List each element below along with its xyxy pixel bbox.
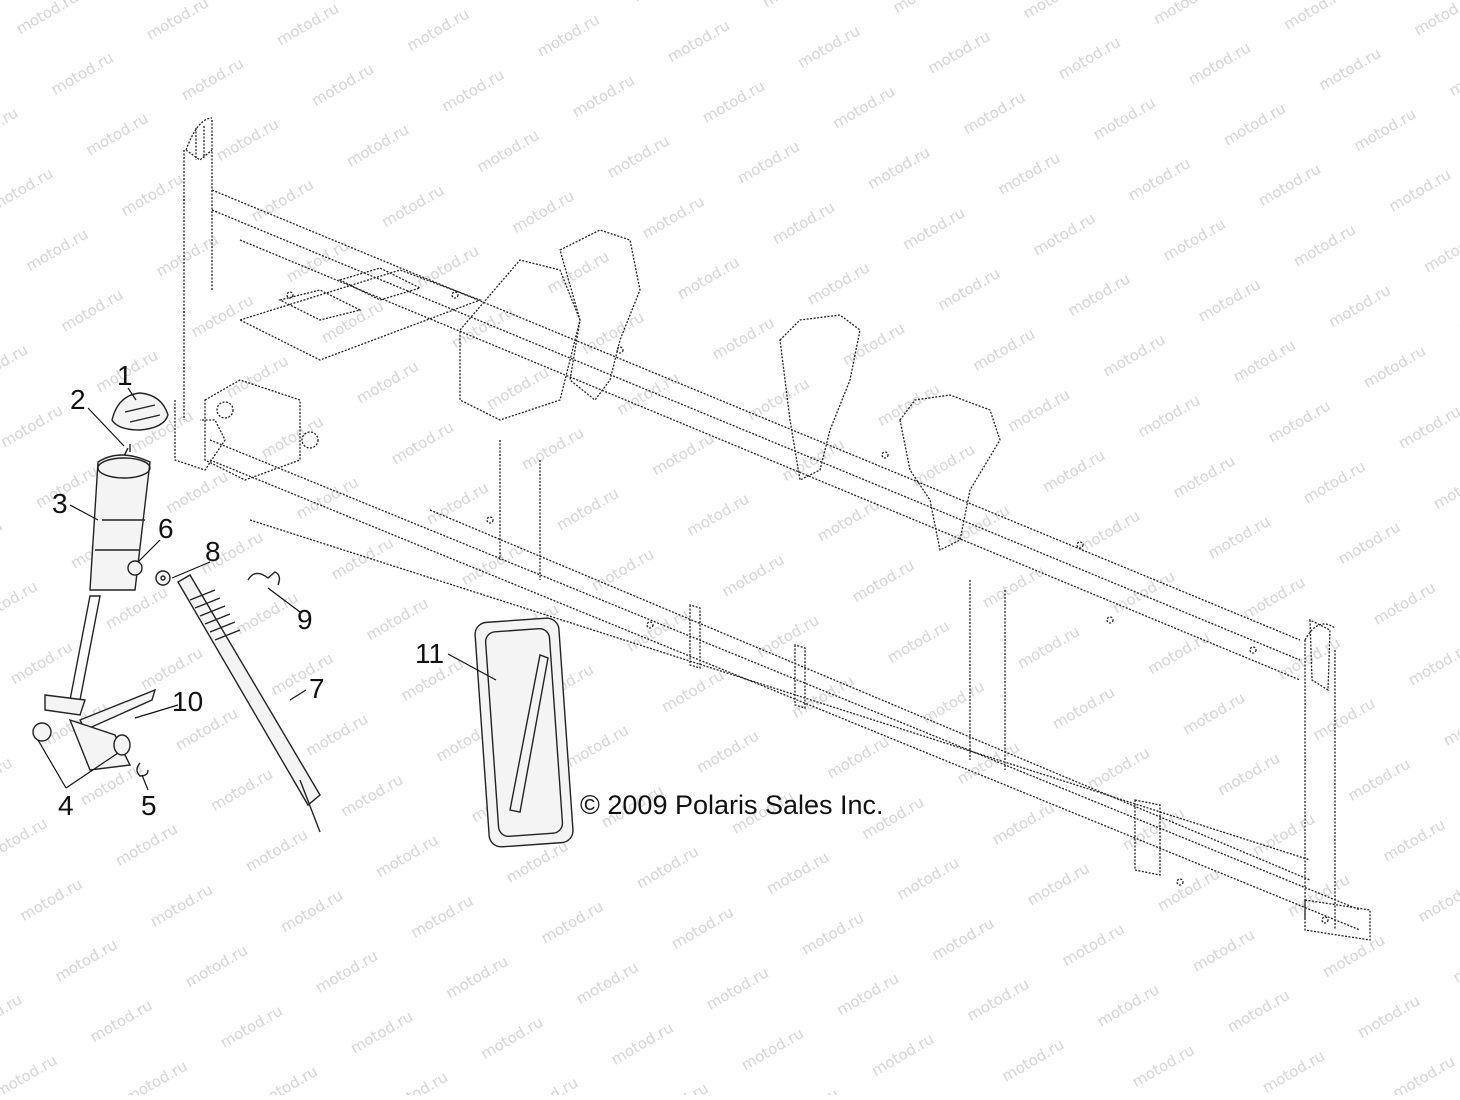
leader-lines bbox=[37, 387, 497, 791]
part-7-cable bbox=[177, 574, 321, 807]
callout-2: 2 bbox=[70, 384, 86, 415]
part-11-boot bbox=[474, 617, 574, 848]
part-5-clip bbox=[136, 762, 149, 777]
callout-1: 1 bbox=[117, 360, 133, 391]
frame-assembly bbox=[174, 117, 1371, 941]
callout-10: 10 bbox=[172, 686, 204, 717]
callout-5: 5 bbox=[141, 790, 157, 821]
copyright-notice: © 2009 Polaris Sales Inc. bbox=[580, 790, 884, 820]
callout-8: 8 bbox=[205, 536, 221, 567]
callout-11: 11 bbox=[415, 638, 445, 669]
shift-assembly bbox=[32, 392, 574, 848]
part-6-nut bbox=[127, 560, 143, 576]
part-9-clip bbox=[247, 571, 281, 586]
part-4-bushing-left bbox=[32, 722, 52, 742]
part-4-bushing-right bbox=[113, 734, 131, 756]
callout-7: 7 bbox=[309, 673, 325, 704]
part-1-cap bbox=[111, 392, 169, 431]
callout-3: 3 bbox=[52, 488, 68, 519]
callout-4: 4 bbox=[58, 790, 74, 821]
callout-9: 9 bbox=[297, 604, 313, 635]
part-8-washer bbox=[155, 570, 171, 586]
callout-6: 6 bbox=[158, 513, 174, 544]
